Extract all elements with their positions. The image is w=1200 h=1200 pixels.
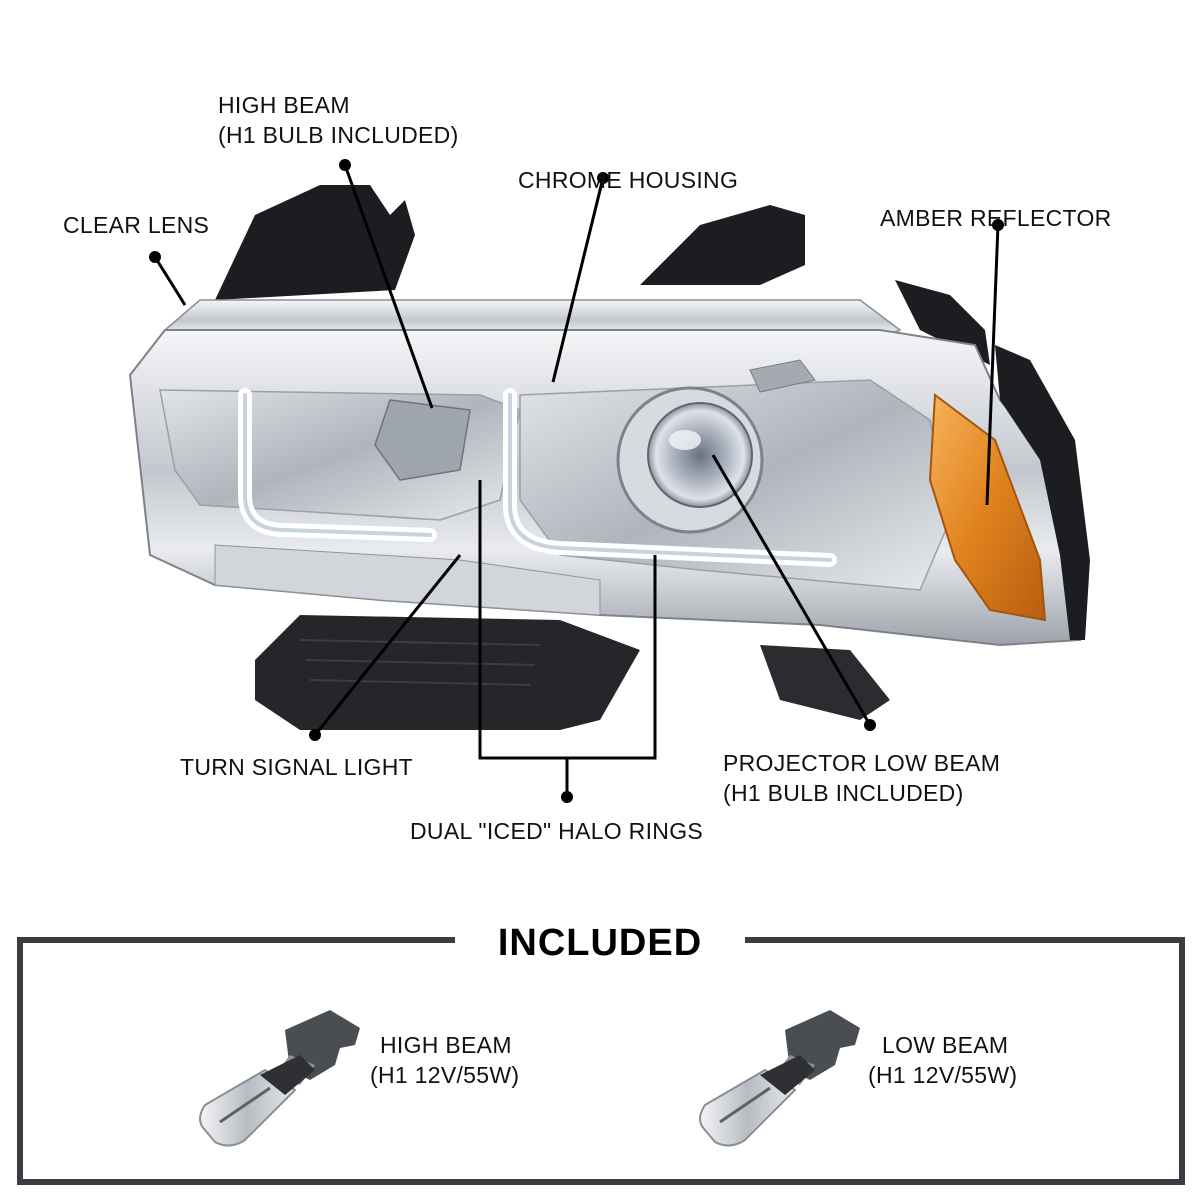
- callout-halo-rings-text: DUAL "ICED" HALO RINGS: [410, 818, 704, 844]
- callout-clear-lens-text: CLEAR LENS: [63, 212, 210, 238]
- callout-halo-rings: DUAL "ICED" HALO RINGS: [410, 816, 703, 846]
- vent-detail: [749, 359, 816, 393]
- amber-reflector: [928, 393, 1047, 622]
- callout-clear-lens: CLEAR LENS: [63, 210, 209, 240]
- callout-projector-low-beam: PROJECTOR LOW BEAM (H1 BULB INCLUDED): [723, 748, 1000, 808]
- callout-turn-signal: TURN SIGNAL LIGHT: [180, 752, 413, 782]
- callout-amber-reflector-text: AMBER REFLECTOR: [880, 205, 1112, 231]
- bottom-bracket: [255, 615, 640, 730]
- left-mount-bracket: [215, 185, 415, 300]
- callout-projector-line1: PROJECTOR LOW BEAM: [723, 750, 1001, 776]
- included-item-low-beam-line2: (H1 12V/55W): [868, 1062, 1018, 1088]
- callout-amber-reflector: AMBER REFLECTOR: [880, 203, 1112, 233]
- included-item-high-beam-line1: HIGH BEAM: [380, 1032, 512, 1058]
- projector-lens: [647, 402, 753, 508]
- included-item-high-beam: HIGH BEAM (H1 12V/55W): [370, 1030, 519, 1090]
- turn-signal-area: [214, 544, 601, 616]
- callout-chrome-housing: CHROME HOUSING: [518, 165, 738, 195]
- right-housing-edge: [995, 345, 1090, 640]
- leader-dots: [149, 159, 1004, 803]
- included-item-low-beam: LOW BEAM (H1 12V/55W): [868, 1030, 1017, 1090]
- callout-high-beam-line1: HIGH BEAM: [218, 92, 350, 118]
- callout-chrome-housing-text: CHROME HOUSING: [518, 167, 739, 193]
- center-mount-bracket: [640, 205, 805, 285]
- included-title: INCLUDED: [455, 918, 745, 968]
- bulb-icon-high-beam: [199, 1010, 360, 1147]
- included-item-low-beam-line1: LOW BEAM: [882, 1032, 1009, 1058]
- bulb-icon-low-beam: [699, 1010, 860, 1147]
- callout-turn-signal-text: TURN SIGNAL LIGHT: [180, 754, 413, 780]
- callout-high-beam-line2: (H1 BULB INCLUDED): [218, 122, 459, 148]
- callout-high-beam: HIGH BEAM (H1 BULB INCLUDED): [218, 90, 459, 150]
- callout-projector-line2: (H1 BULB INCLUDED): [723, 780, 964, 806]
- right-bottom-bracket: [760, 645, 890, 720]
- leader-lines: [153, 164, 1000, 797]
- included-item-high-beam-line2: (H1 12V/55W): [370, 1062, 520, 1088]
- high-beam-reflector: [374, 399, 471, 481]
